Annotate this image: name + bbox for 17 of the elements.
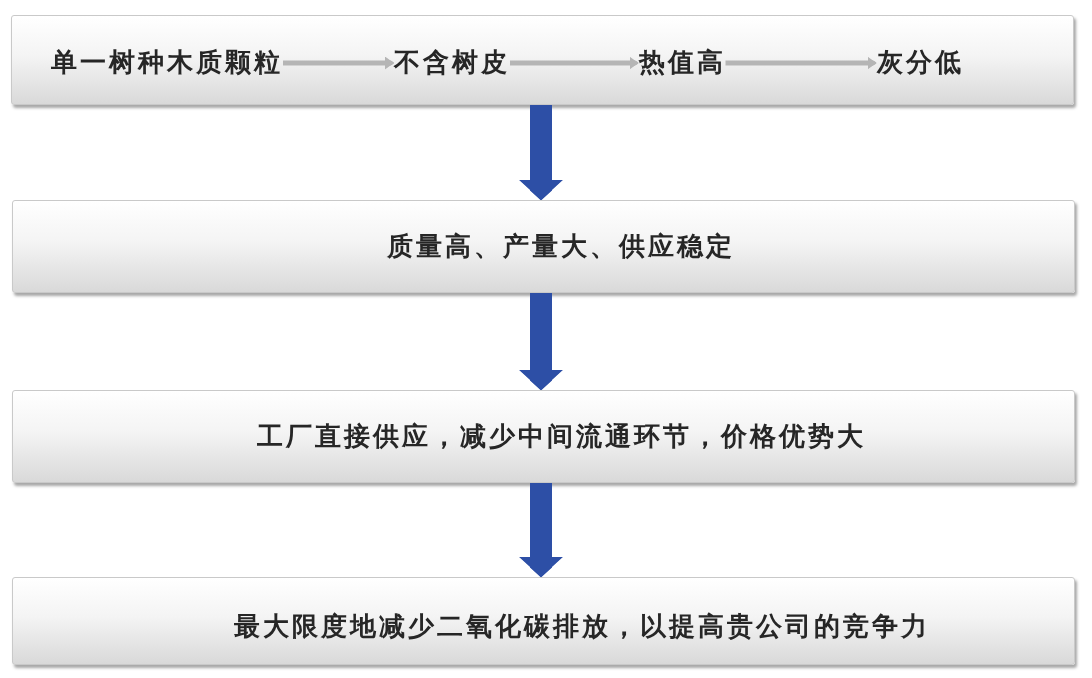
process-box: [11, 15, 1074, 105]
step-label: 不含树皮: [394, 48, 510, 78]
arrow: [283, 56, 394, 70]
step-label: 热值高: [638, 48, 726, 78]
arrow: [725, 56, 877, 70]
arrow: [510, 56, 639, 70]
box-text: 质量高、产量大、供应稳定: [387, 232, 735, 262]
step-label: 灰分低: [876, 48, 964, 78]
process-box: [12, 577, 1075, 665]
block-arrow: [519, 105, 563, 200]
process-box: [12, 200, 1075, 293]
box-text: 工厂直接供应，减少中间流通环节，价格优势大: [256, 422, 866, 452]
block-arrow: [519, 483, 563, 577]
step-label: 单一树种木质颗粒: [51, 48, 283, 78]
process-box: [12, 390, 1075, 483]
block-arrow: [519, 293, 563, 390]
box-text: 最大限度地减少二氧化碳排放，以提高贵公司的竞争力: [234, 612, 930, 642]
